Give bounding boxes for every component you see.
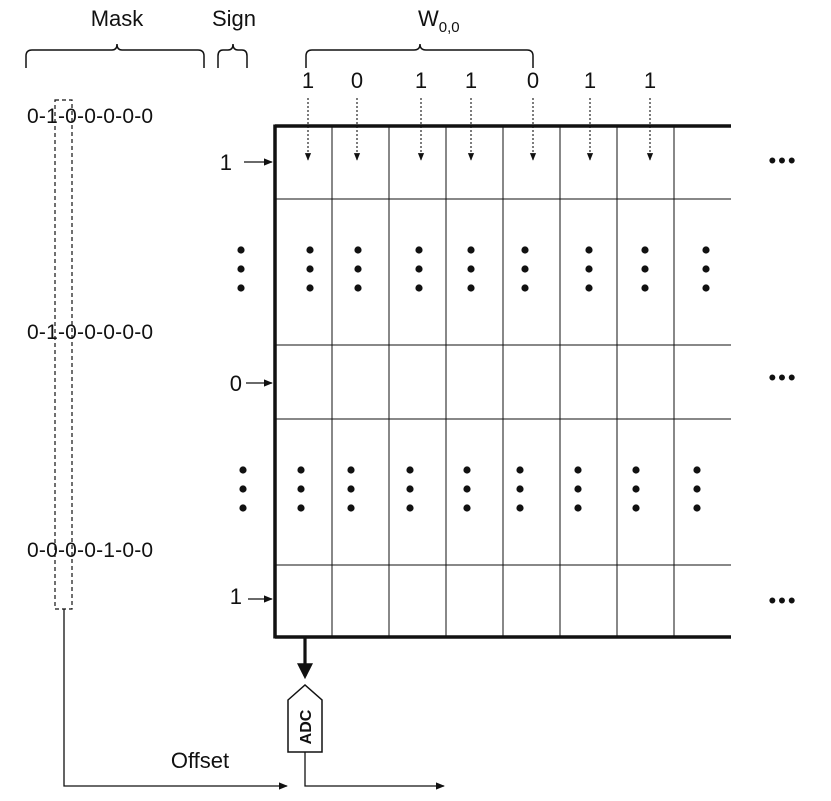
row-ellipsis-left-1	[237, 246, 245, 292]
mask-label: Mask	[91, 6, 145, 31]
column-ellipsis-upper	[585, 246, 593, 292]
column-ellipsis-lower	[297, 466, 305, 512]
column-ellipsis-lower	[693, 466, 701, 512]
column-ellipsis-lower	[574, 466, 582, 512]
weight-bit: 1	[584, 68, 596, 93]
weight-label-main: W	[418, 6, 439, 31]
offset-line	[63, 609, 288, 790]
column-ellipsis-lower	[406, 466, 414, 512]
offset-label: Offset	[171, 748, 229, 773]
column-ellipsis-group	[297, 246, 710, 512]
mask-row-1: 0-1-0-0-0-0-0	[27, 105, 153, 128]
row-ellipsis-left-2	[239, 466, 247, 512]
mask-row-2: 0-1-0-0-0-0-0	[27, 321, 153, 344]
mask-row-3: 0-0-0-0-1-0-0	[27, 539, 153, 562]
weight-bit: 0	[527, 68, 539, 93]
adc-output-line	[304, 752, 445, 790]
weight-label: W0,0	[418, 6, 460, 36]
sign-input-2: 0	[230, 371, 242, 396]
sign-brace	[217, 43, 248, 68]
column-ellipsis-lower	[347, 466, 355, 512]
weight-bit: 1	[415, 68, 427, 93]
right-ellipsis-2: •••	[768, 365, 797, 390]
column-ellipsis-upper	[467, 246, 475, 292]
sign-label: Sign	[212, 6, 256, 31]
weight-bits: 1 0 1 1 0 1 1	[302, 68, 656, 161]
mask-brace	[25, 43, 205, 68]
mask-column-selection-box	[54, 99, 73, 610]
weight-bit: 1	[644, 68, 656, 93]
weight-brace	[305, 43, 534, 68]
column-ellipsis-upper	[702, 246, 710, 292]
weight-label-subscript: 0,0	[439, 19, 460, 36]
adc-block	[287, 683, 323, 753]
right-ellipsis-3: •••	[768, 588, 797, 613]
column-ellipsis-lower	[463, 466, 471, 512]
right-ellipsis-1: •••	[768, 148, 797, 173]
crossbar-array	[273, 124, 731, 639]
sign-input-3: 1	[230, 584, 242, 609]
sign-input-1: 1	[220, 150, 232, 175]
weight-bit: 1	[465, 68, 477, 93]
column-ellipsis-lower	[632, 466, 640, 512]
column-ellipsis-upper	[641, 246, 649, 292]
adc-label: ADC	[298, 709, 315, 744]
column-ellipsis-lower	[516, 466, 524, 512]
weight-bit: 1	[302, 68, 314, 93]
column-ellipsis-upper	[306, 246, 314, 292]
column-ellipsis-upper	[415, 246, 423, 292]
column-ellipsis-upper	[354, 246, 362, 292]
column-ellipsis-upper	[521, 246, 529, 292]
weight-bit: 0	[351, 68, 363, 93]
